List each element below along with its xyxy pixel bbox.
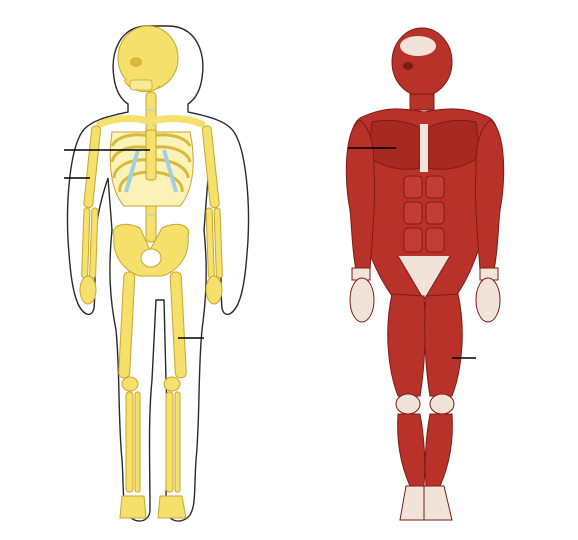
abdominal-muscles	[403, 175, 445, 253]
pelvis	[112, 223, 190, 277]
clavicles	[96, 115, 206, 128]
skull	[117, 25, 179, 93]
skeleton-figure	[64, 25, 250, 522]
muscle-legs	[387, 293, 463, 521]
muscle-arms	[345, 119, 505, 323]
rib-cage	[109, 129, 194, 207]
arm-bones	[79, 125, 223, 305]
leg-bones	[118, 271, 187, 519]
muscle-figure	[345, 27, 505, 521]
muscle-torso	[348, 108, 501, 301]
muscle-head	[391, 27, 453, 111]
